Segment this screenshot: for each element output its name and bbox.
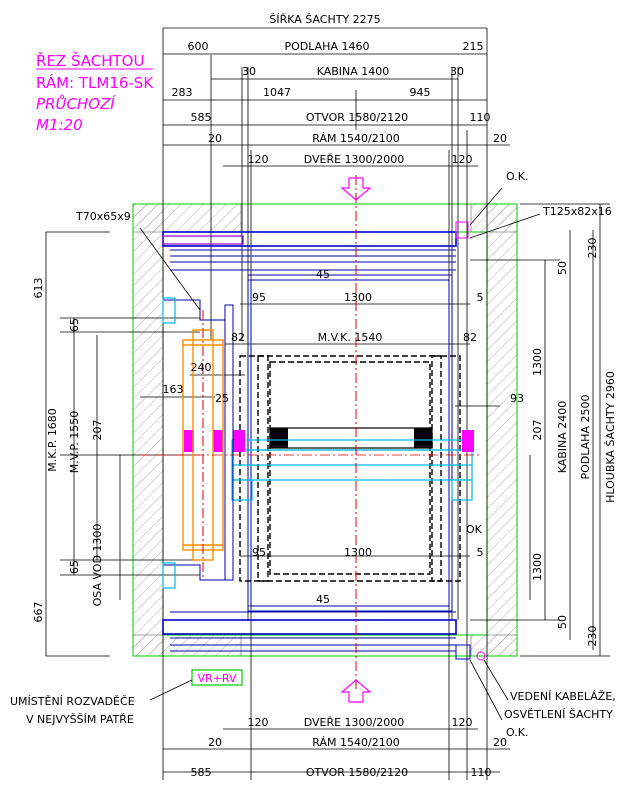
dim-945: 945 (410, 86, 431, 99)
dim-120-left: 120 (248, 153, 269, 166)
dim-frame: RÁM 1540/2100 (312, 132, 399, 145)
entry-arrows (340, 177, 372, 703)
dim-110-bottom: 110 (471, 766, 492, 779)
title-line-4: M1:20 (36, 116, 83, 134)
dim-93: 93 (510, 392, 524, 405)
dim-120-left-bottom: 120 (248, 716, 269, 729)
dimension-lines-bottom (163, 728, 510, 773)
dim-1300-right-bottom: 1300 (531, 553, 544, 581)
dim-120-right: 120 (452, 153, 473, 166)
dim-20-left-bottom: 20 (208, 736, 222, 749)
label-cabling-1: VEDENÍ KABELÁŽE, (510, 690, 616, 703)
dim-163: 163 (163, 383, 184, 396)
dim-585: 585 (191, 111, 212, 124)
entry-arrow-bottom (340, 679, 372, 703)
dim-283: 283 (172, 86, 193, 99)
counterweight-rail (162, 297, 234, 589)
dim-207-left: 207 (91, 420, 104, 441)
dimension-lines-top (163, 27, 510, 167)
dim-5-top: 5 (477, 291, 484, 304)
dim-65-bottom: 65 (68, 560, 81, 574)
leader-switchboard (149, 679, 193, 701)
dim-cabin-width: KABINA 1400 (317, 65, 390, 78)
dim-215: 215 (463, 40, 484, 53)
dim-25: 25 (215, 392, 229, 405)
door-frame-bottom (162, 611, 457, 652)
dim-120-right-bottom: 120 (452, 716, 473, 729)
dim-doors: DVEŘE 1300/2000 (304, 153, 405, 166)
dim-95-top: 95 (252, 291, 266, 304)
dim-82-right: 82 (463, 331, 477, 344)
entry-arrow-top (340, 177, 372, 201)
dim-110: 110 (470, 111, 491, 124)
title-line-3: PRŮCHOZÍ (36, 94, 116, 113)
dim-50-bottom: 50 (556, 615, 569, 629)
label-cabling-2: OSVĚTLENÍ ŠACHTY (504, 708, 613, 721)
sling-crossbar (269, 427, 433, 449)
dim-20-left: 20 (208, 132, 222, 145)
label-t125: T125x82x16 (542, 205, 612, 218)
dim-45-top: 45 (316, 268, 330, 281)
dim-shaft-width: ŠÍŘKA ŠACHTY 2275 (269, 13, 380, 26)
label-ok-mid: OK (466, 523, 483, 536)
dim-30-left: 30 (242, 65, 256, 78)
cabin-outline (247, 274, 453, 612)
dim-45-bottom: 45 (316, 593, 330, 606)
dim-shaft-depth: HLOUBKA ŠACHTY 2960 (604, 371, 617, 503)
guide-shoes (184, 430, 474, 452)
dim-5-bottom: 5 (477, 546, 484, 559)
dim-230-top: 230 (586, 238, 599, 259)
dim-95-bottom: 95 (252, 546, 266, 559)
label-switchboard-1: UMÍSTĚNÍ ROZVADĚČE (10, 695, 135, 708)
dim-mvk: M.V.K. 1540 (318, 331, 383, 344)
dim-osa: OSA VOD 1300 (91, 524, 104, 607)
dim-50-top: 50 (556, 261, 569, 275)
dim-600: 600 (188, 40, 209, 53)
title-line-2: RÁM: TLM16-SK (36, 73, 154, 92)
dim-20-right-bottom: 20 (493, 736, 507, 749)
dim-1047: 1047 (263, 86, 291, 99)
dim-cabin-depth: KABINA 2400 (556, 401, 569, 474)
cabin-frame-dashed (239, 355, 461, 582)
door-frame-top (162, 231, 457, 271)
dim-1300-top: 1300 (344, 291, 372, 304)
dim-opening-bottom: OTVOR 1580/2120 (306, 766, 408, 779)
dim-1300-bottom: 1300 (344, 546, 372, 559)
dim-65-top: 65 (68, 318, 81, 332)
axis-lines (140, 175, 480, 690)
dim-mkp: M.K.P. 1680 (46, 408, 59, 472)
dim-207-right: 207 (531, 420, 544, 441)
title-line-1: ŘEZ ŠACHTOU (36, 51, 144, 70)
label-ok-top: O.K. (506, 170, 528, 183)
label-switchboard-2: V NEJVYŠŠÍM PATŘE (26, 713, 134, 726)
dim-20-right: 20 (493, 132, 507, 145)
dim-doors-bottom: DVEŘE 1300/2000 (304, 716, 405, 729)
dim-floor-width: PODLAHA 1460 (285, 40, 370, 53)
dim-240: 240 (191, 361, 212, 374)
label-t70: T70x65x9 (75, 210, 131, 223)
dim-30-right: 30 (450, 65, 464, 78)
dim-82-left: 82 (231, 331, 245, 344)
dim-mvp: M.V.P. 1550 (68, 411, 81, 474)
dim-frame-bottom: RÁM 1540/2100 (312, 736, 399, 749)
label-ok-bottom: O.K. (506, 726, 528, 739)
dim-1300-right-top: 1300 (531, 348, 544, 376)
dim-613: 613 (32, 278, 45, 299)
dim-floor-depth: PODLAHA 2500 (579, 395, 592, 480)
right-side-details (139, 187, 541, 721)
dim-585-bottom: 585 (191, 766, 212, 779)
dim-667: 667 (32, 602, 45, 623)
dim-230-bottom: 230 (586, 626, 599, 647)
dim-opening: OTVOR 1580/2120 (306, 111, 408, 124)
label-vr-rv: VR+RV (198, 672, 237, 685)
